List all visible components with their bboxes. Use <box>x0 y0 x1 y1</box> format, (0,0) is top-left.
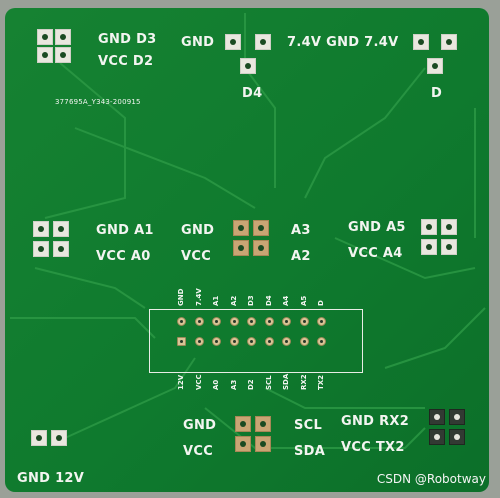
header-bottom-label: SCL <box>264 375 273 390</box>
header-pin <box>317 337 326 346</box>
pcb-board: GND D3 VCC D2 GND D4 7.4V GND 7.4V D 377… <box>5 8 489 492</box>
pad <box>53 241 69 257</box>
header-pin <box>299 337 309 346</box>
header-pin <box>194 337 204 346</box>
pad <box>233 220 249 236</box>
pad <box>255 416 271 432</box>
header-pin <box>282 337 291 346</box>
label-gnd-a1: GND A1 <box>96 223 154 238</box>
pad <box>449 429 465 445</box>
pad <box>429 409 445 425</box>
copper-traces <box>10 13 486 449</box>
pad <box>37 29 53 45</box>
pad <box>255 436 271 452</box>
label-gnd-mid: GND <box>181 223 215 238</box>
header-top-label: D3 <box>247 295 255 306</box>
header-outline <box>149 309 363 373</box>
header-bottom-label: SDA <box>282 373 290 390</box>
pad <box>33 241 49 257</box>
pad <box>255 34 271 50</box>
pad <box>413 34 429 50</box>
label-gnd-a5: GND A5 <box>348 220 406 235</box>
header-bottom-label: A0 <box>212 379 220 390</box>
header-bottom-label: RX2 <box>299 374 308 390</box>
header-pin <box>264 337 274 346</box>
header-bottom-label: TX2 <box>317 374 325 390</box>
pad <box>225 34 241 50</box>
label-gnd-bot: GND <box>183 418 217 433</box>
header-pin <box>317 317 326 326</box>
header-top-label: 7.4V <box>194 288 203 306</box>
label-gnd-top: GND <box>181 35 215 50</box>
label-sda: SDA <box>294 444 326 459</box>
header-pin <box>229 317 239 326</box>
pad <box>240 58 256 74</box>
label-vcc-mid: VCC <box>181 249 212 264</box>
label-gnd-rx2: GND RX2 <box>341 414 410 429</box>
header-pin <box>247 317 256 326</box>
header-top-label: GND <box>177 288 185 306</box>
header-top-label: A1 <box>212 295 220 306</box>
pad <box>253 240 269 256</box>
pad <box>441 219 457 235</box>
header-pin <box>247 337 256 346</box>
label-74v-gnd-74v: 7.4V GND 7.4V <box>287 35 399 50</box>
header-bottom-label: A3 <box>229 379 238 390</box>
pad <box>37 47 53 63</box>
header-pin <box>194 317 204 326</box>
pad <box>429 429 445 445</box>
label-a2: A2 <box>291 249 311 264</box>
label-gnd-d3: GND D3 <box>98 32 157 47</box>
pad <box>449 409 465 425</box>
pad <box>51 430 67 446</box>
pad <box>31 430 47 446</box>
label-d: D <box>431 86 443 101</box>
header-pin <box>177 337 186 346</box>
pad <box>53 221 69 237</box>
header-pin <box>177 317 186 326</box>
header-top-label: A5 <box>299 295 308 306</box>
label-vcc-tx2: VCC TX2 <box>341 440 405 455</box>
header-pin <box>212 337 221 346</box>
pad <box>55 47 71 63</box>
pad <box>441 239 457 255</box>
pad <box>235 416 251 432</box>
header-bottom-label: 12V <box>177 374 185 390</box>
label-gnd-12v: GND 12V <box>17 471 85 486</box>
label-d4: D4 <box>242 86 263 101</box>
label-vcc-bot: VCC <box>183 444 214 459</box>
label-vcc-a4: VCC A4 <box>348 246 403 261</box>
header-top-label: A4 <box>282 295 290 306</box>
pad <box>253 220 269 236</box>
header-pin <box>264 317 274 326</box>
header-bottom-label: VCC <box>194 374 203 390</box>
label-vcc-a0: VCC A0 <box>96 249 151 264</box>
pad <box>441 34 457 50</box>
label-scl: SCL <box>294 418 323 433</box>
header-pin <box>282 317 291 326</box>
board-code: 377695A_Y343-200915 <box>55 98 141 106</box>
label-vcc-d2: VCC D2 <box>98 54 154 69</box>
pad <box>33 221 49 237</box>
pad <box>421 239 437 255</box>
pad <box>235 436 251 452</box>
watermark: CSDN @Robotway <box>376 472 486 486</box>
header-pin <box>229 337 239 346</box>
header-top-label: A2 <box>229 295 238 306</box>
header-bottom-label: D2 <box>247 379 255 390</box>
pad <box>55 29 71 45</box>
header-pin <box>299 317 309 326</box>
pad <box>427 58 443 74</box>
header-top-label: D <box>317 300 325 306</box>
label-a3: A3 <box>291 223 311 238</box>
pad <box>421 219 437 235</box>
pad <box>233 240 249 256</box>
header-pin <box>212 317 221 326</box>
header-top-label: D4 <box>264 295 273 306</box>
